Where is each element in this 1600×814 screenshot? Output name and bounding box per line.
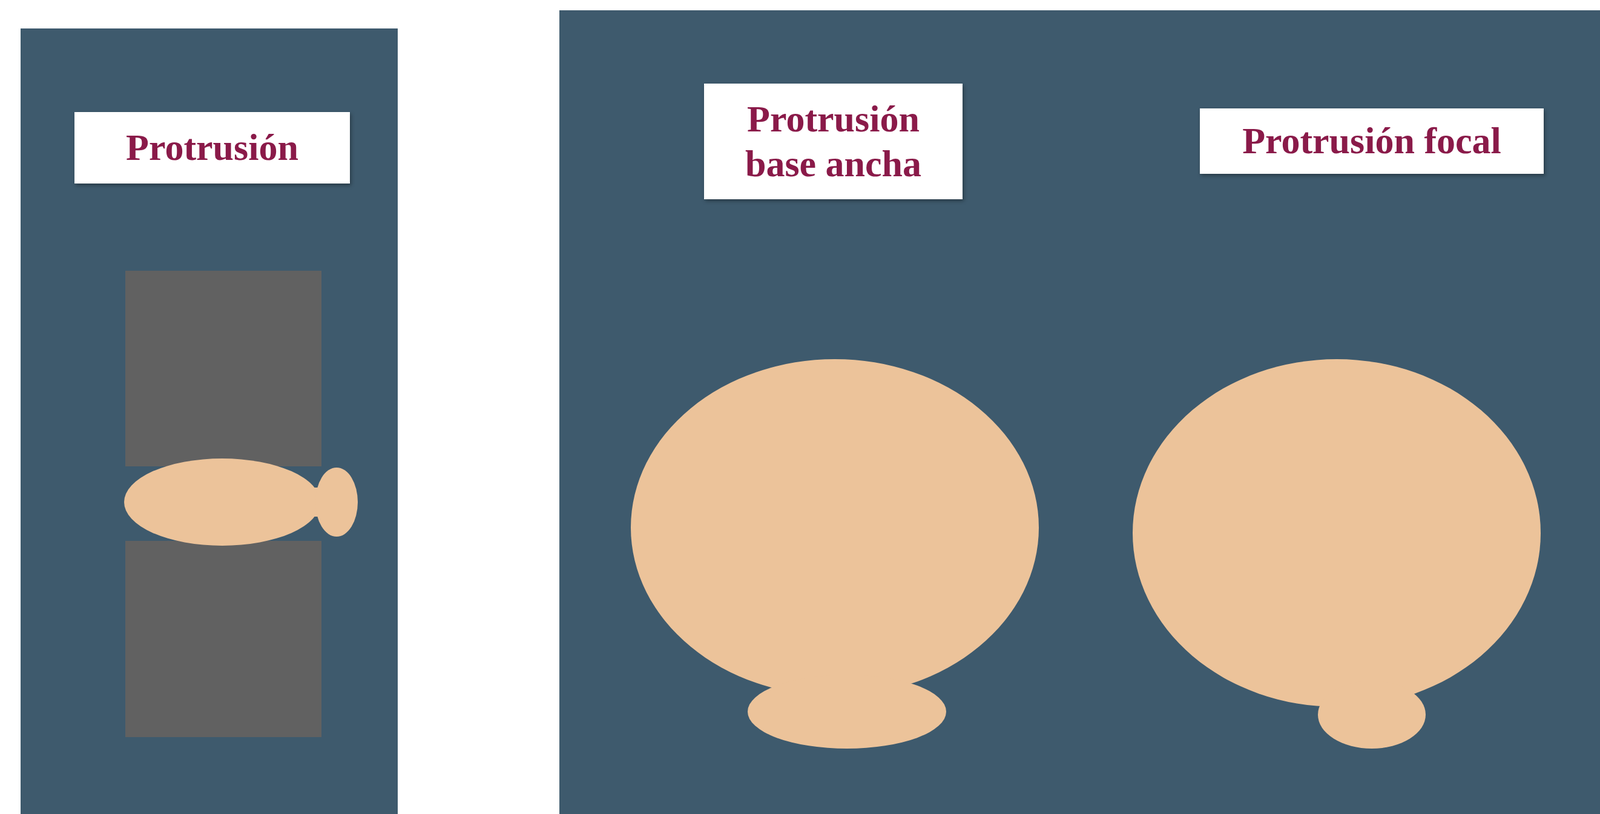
disc-axial (630, 358, 1039, 696)
disc-axial (1132, 358, 1541, 707)
label-text: Protrusión (125, 125, 299, 170)
upper-vertebra (125, 270, 322, 467)
label-text: Protrusión base ancha (712, 96, 955, 186)
protrusion-bulge (315, 467, 358, 537)
label-text: Protrusión focal (1242, 118, 1502, 163)
lower-vertebra (125, 540, 322, 737)
sagittal-panel (20, 28, 398, 814)
label-box: Protrusión (74, 111, 350, 184)
disc-sagittal (124, 458, 321, 546)
label-box: Protrusión focal (1199, 108, 1544, 174)
broad-base-protrusion (747, 674, 947, 749)
axial-panel (559, 10, 1600, 814)
focal-protrusion (1317, 680, 1426, 749)
label-box: Protrusión base ancha (704, 83, 963, 200)
